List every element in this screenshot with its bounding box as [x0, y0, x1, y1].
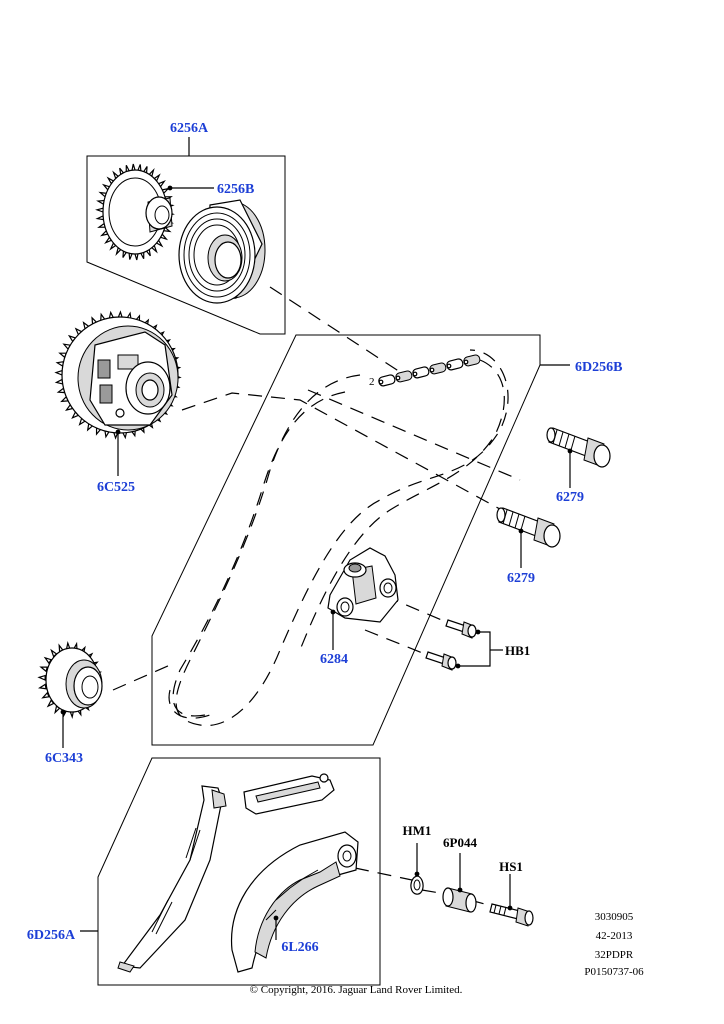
reference-line-1: 3030905	[595, 911, 634, 923]
reference-line-4: P0150737-06	[584, 966, 644, 978]
timing-chain-links-icon	[378, 354, 481, 387]
guide-assembly-group	[80, 757, 381, 986]
label-6d256b[interactable]: 6D256B	[575, 360, 622, 375]
copyright-notice: © Copyright, 2016. Jaguar Land Rover Lim…	[250, 984, 463, 996]
upper-chain-guide-icon	[243, 773, 335, 815]
sprocket-6256b-icon	[95, 163, 175, 261]
label-6p044[interactable]: 6P044	[443, 835, 477, 850]
pivot-pin-icon	[442, 887, 477, 913]
bolt-group-bracket	[455, 629, 503, 669]
label-6284[interactable]: 6284	[320, 652, 348, 667]
label-hm1[interactable]: HM1	[403, 823, 432, 838]
label-6279-lower[interactable]: 6279	[507, 571, 535, 586]
pivot-bolt-icon	[489, 903, 534, 927]
svg-text:2: 2	[369, 376, 375, 388]
label-6279-upper[interactable]: 6279	[556, 490, 584, 505]
label-6256a[interactable]: 6256A	[170, 121, 209, 136]
label-6256b[interactable]: 6256B	[217, 182, 254, 197]
cam-sprocket-assembly-group	[86, 137, 286, 335]
crank-sprocket-icon	[37, 640, 103, 720]
label-6d256a[interactable]: 6D256A	[27, 928, 76, 943]
small-bolt-upper-icon	[445, 619, 477, 639]
label-hb1[interactable]: HB1	[505, 643, 530, 658]
tensioner-arm-icon	[230, 831, 359, 973]
guide-box	[97, 757, 381, 986]
clip-icon	[410, 875, 424, 895]
bolt-lower-icon	[496, 507, 561, 548]
cam-sprocket-assembly-box	[86, 155, 286, 335]
reference-block: 3030905 42-2013 32PDPR P0150737-06	[584, 911, 644, 978]
timing-chain-group: 2	[151, 334, 570, 746]
chain-guide-rail-icon	[117, 785, 227, 973]
label-6c343[interactable]: 6C343	[45, 751, 83, 766]
vct-unit-icon	[54, 310, 182, 440]
label-hs1[interactable]: HS1	[499, 859, 523, 874]
tensioner-icon	[327, 547, 399, 623]
reference-line-3: 32PDPR	[595, 949, 634, 961]
pulley-icon	[178, 199, 266, 304]
bolt-upper-icon	[546, 427, 611, 468]
reference-line-2: 42-2013	[596, 930, 633, 942]
label-6l266[interactable]: 6L266	[281, 940, 318, 955]
chain-box	[151, 334, 541, 746]
small-bolt-lower-icon	[425, 651, 457, 671]
label-6c525[interactable]: 6C525	[97, 480, 135, 495]
